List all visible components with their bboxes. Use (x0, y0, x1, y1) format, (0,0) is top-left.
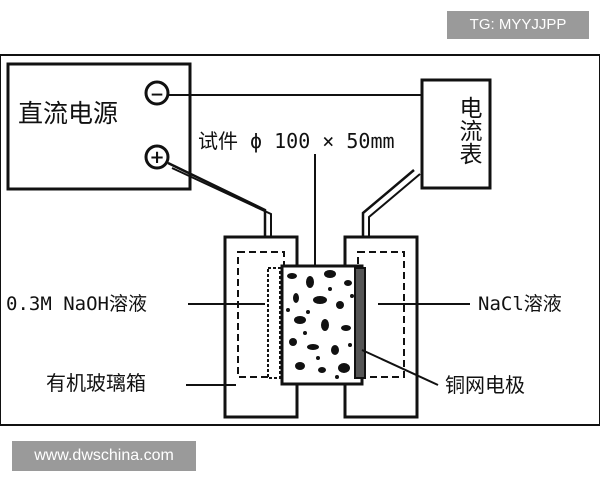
nacl-solution-label: NaCl溶液 (478, 293, 562, 315)
acrylic-box-label: 有机玻璃箱 (46, 371, 146, 395)
negative-terminal-icon (144, 80, 170, 106)
watermark-top: TG: MYYJJPP (447, 11, 589, 39)
right-copper-mesh (354, 267, 366, 379)
positive-terminal-icon (144, 144, 170, 170)
power-supply-label: 直流电源 (18, 99, 118, 128)
ammeter-label: 电流表 (455, 96, 483, 165)
ammeter-box (420, 78, 492, 190)
specimen-aggregate-texture (286, 270, 354, 379)
specimen-label: 试件 ϕ 100 × 50mm (198, 129, 395, 153)
negative-sign: − (150, 85, 164, 105)
copper-mesh-label: 铜网电极 (445, 373, 525, 397)
left-solution-level (237, 251, 285, 378)
left-copper-mesh (267, 267, 281, 379)
watermark-bottom: www.dwschina.com (12, 441, 196, 471)
naoh-solution-label: 0.3M NaOH溶液 (6, 293, 147, 315)
positive-sign: + (149, 147, 164, 168)
copper-mesh-leader (361, 349, 439, 386)
